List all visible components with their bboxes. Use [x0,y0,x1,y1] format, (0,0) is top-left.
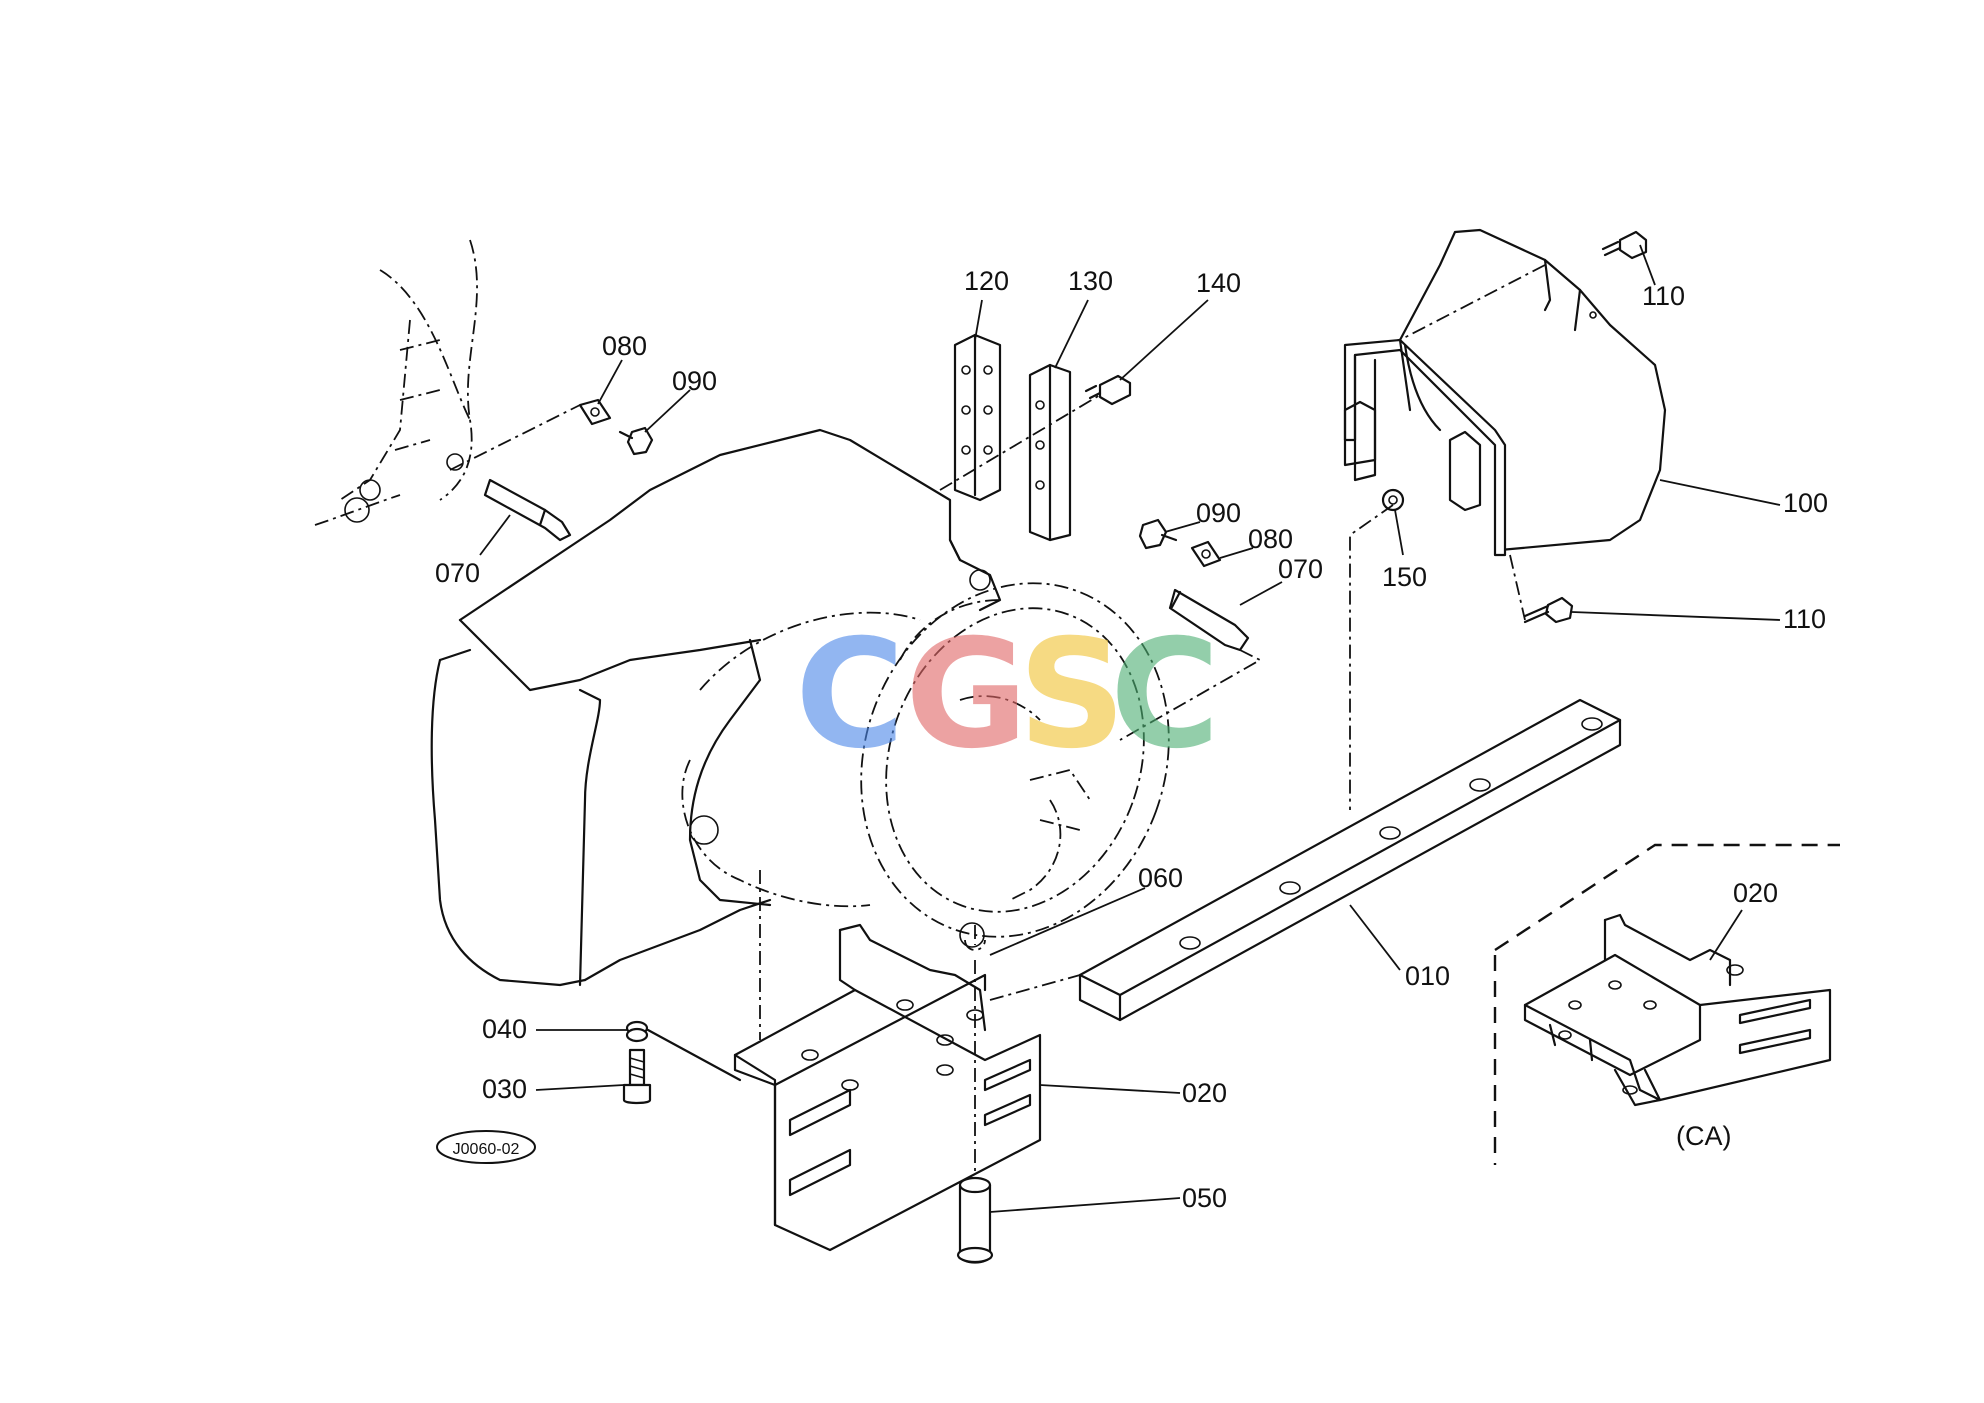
watermark-letter-4: C [1110,608,1220,782]
nut-080-left [578,398,612,426]
cgsc-watermark: C G S C [795,608,1220,782]
drawbar-010 [1078,698,1622,1022]
watermark-letter-3: S [1018,608,1126,782]
callout-050: 050 [1182,1183,1227,1213]
callout-130: 130 [1068,266,1113,296]
bolt-140 [1084,374,1132,406]
pin-050 [956,1176,994,1264]
bracket-020 [733,923,1042,1252]
callout-030: 030 [482,1074,527,1104]
drawing-code: J0060-02 [453,1141,520,1158]
nut-080-right [1190,540,1222,568]
callout-140: 140 [1196,268,1241,298]
variant-label-ca: (CA) [1676,1121,1732,1151]
callout-120: 120 [964,266,1009,296]
callout-100: 100 [1783,488,1828,518]
callout-090-right: 090 [1196,498,1241,528]
bumper-100 [1343,228,1667,557]
callout-150: 150 [1382,562,1427,592]
bracket-130 [1028,363,1072,542]
callout-labels: 120 130 140 080 090 070 090 080 070 110 … [435,266,1828,1213]
callout-060: 060 [1138,863,1183,893]
watermark-letter-1: C [795,608,905,782]
bell-housing [681,569,1170,948]
callout-040: 040 [482,1014,527,1044]
callout-020-ca: 020 [1733,878,1778,908]
callout-110-bottom: 110 [1783,604,1826,634]
callout-070-left: 070 [435,558,480,588]
callout-080-right: 080 [1248,524,1293,554]
bolt-110-top [1601,230,1648,260]
callout-070-right: 070 [1278,554,1323,584]
callout-090-left: 090 [672,366,717,396]
callout-080-left: 080 [602,331,647,361]
transmission-housing [430,428,1002,987]
bolt-030 [622,1048,652,1105]
bolt-090-right [1138,518,1178,550]
bolt-110-bottom [1523,596,1574,624]
leader-lines [479,244,1781,1213]
washer-040 [625,1020,649,1043]
engine-outline [314,239,478,526]
drawing-code-badge: J0060-02 [436,1130,536,1164]
watermark-letter-2: G [905,608,1028,782]
washer-150 [1381,488,1405,512]
bracket-020-ca-variant [1493,843,1840,1165]
callout-020-main: 020 [1182,1078,1227,1108]
pin-070-left [483,478,572,542]
bolt-090-left [618,426,654,456]
bracket-120 [953,333,1002,502]
callout-010: 010 [1405,961,1450,991]
callout-110-top: 110 [1642,281,1685,311]
